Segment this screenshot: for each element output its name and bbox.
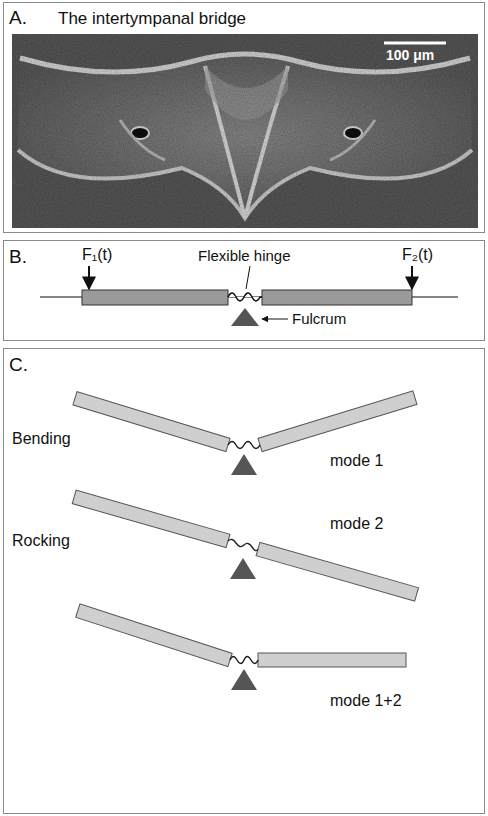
panel-frame — [4, 349, 485, 814]
panel-letter: B. — [9, 246, 27, 268]
lever-model — [40, 266, 458, 326]
scale-bar — [384, 42, 446, 45]
mode-rocking — [72, 490, 418, 601]
mode-number: mode 1+2 — [330, 692, 402, 710]
mode-combined — [76, 604, 406, 690]
mode-name: Bending — [12, 430, 71, 448]
force-label: F₁(t) — [82, 246, 112, 264]
mode-number: mode 2 — [330, 515, 383, 533]
mode-number: mode 1 — [330, 452, 383, 470]
force-label: F₂(t) — [402, 246, 433, 264]
panel-letter: C. — [9, 354, 28, 376]
scale-label: 100 μm — [386, 47, 434, 63]
part-label: Flexible hinge — [198, 247, 291, 264]
panel-letter: A. — [9, 7, 27, 29]
sem-micrograph — [12, 34, 478, 228]
panel-title: The intertympanal bridge — [58, 9, 246, 29]
panel-frame — [4, 3, 485, 233]
panel-frame — [4, 241, 485, 341]
part-label: Fulcrum — [292, 310, 346, 327]
mode-name: Rocking — [12, 532, 70, 550]
mode-bending — [73, 391, 417, 475]
